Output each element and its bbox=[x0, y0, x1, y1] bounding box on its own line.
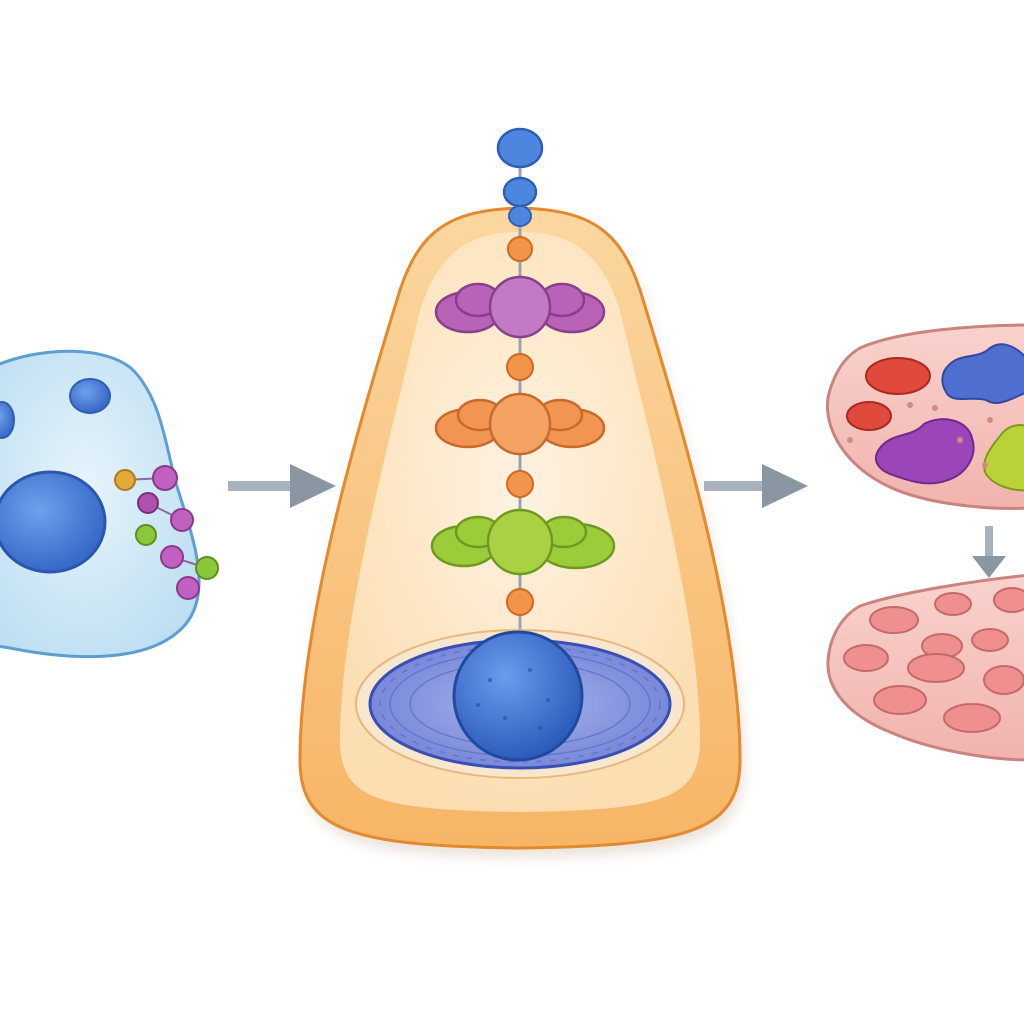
receptor-node bbox=[137, 492, 159, 514]
pathway-node-orange bbox=[507, 236, 533, 262]
source-cell-vesicle bbox=[0, 401, 15, 439]
protein-complex-purple bbox=[434, 275, 606, 339]
pathway-node-orange bbox=[506, 470, 534, 498]
nucleus-speckles bbox=[476, 668, 550, 730]
receptor-node bbox=[170, 508, 194, 532]
tissue-lower bbox=[826, 574, 1024, 762]
receptor-cluster bbox=[114, 465, 219, 600]
protein-complex-orange bbox=[434, 392, 606, 456]
receptor-node bbox=[152, 465, 178, 491]
tissue-upper bbox=[825, 323, 1024, 510]
receptor-node bbox=[176, 576, 200, 600]
pathway-node-blue bbox=[508, 205, 532, 227]
arrow-right-icon bbox=[228, 464, 336, 508]
source-cell-nucleus bbox=[0, 470, 107, 574]
source-cell-vesicle bbox=[69, 378, 111, 414]
receptor-node bbox=[135, 524, 157, 546]
receptor-node bbox=[160, 545, 184, 569]
tissue-blob-blue bbox=[941, 343, 1024, 404]
tissue-blob-red bbox=[865, 357, 931, 395]
tissue-blob-yellow bbox=[983, 424, 1024, 492]
pathway-node-blue bbox=[502, 176, 538, 208]
signaling-column bbox=[298, 127, 744, 858]
receptor-node bbox=[195, 556, 219, 580]
tissue-speckles bbox=[847, 402, 993, 468]
tissue-cells bbox=[843, 587, 1024, 733]
receptor-node bbox=[114, 469, 136, 491]
target-nucleus bbox=[452, 630, 584, 762]
tissue-blob-purple bbox=[874, 418, 975, 485]
pathway-node-blue bbox=[496, 127, 544, 169]
tissue-blob-red bbox=[846, 401, 892, 431]
pathway-node-orange bbox=[506, 353, 534, 381]
arrow-right-icon bbox=[704, 464, 808, 508]
source-cell bbox=[0, 349, 219, 659]
protein-complex-green bbox=[430, 508, 616, 576]
pathway-node-orange bbox=[506, 588, 534, 616]
arrow-down-icon bbox=[972, 526, 1006, 578]
